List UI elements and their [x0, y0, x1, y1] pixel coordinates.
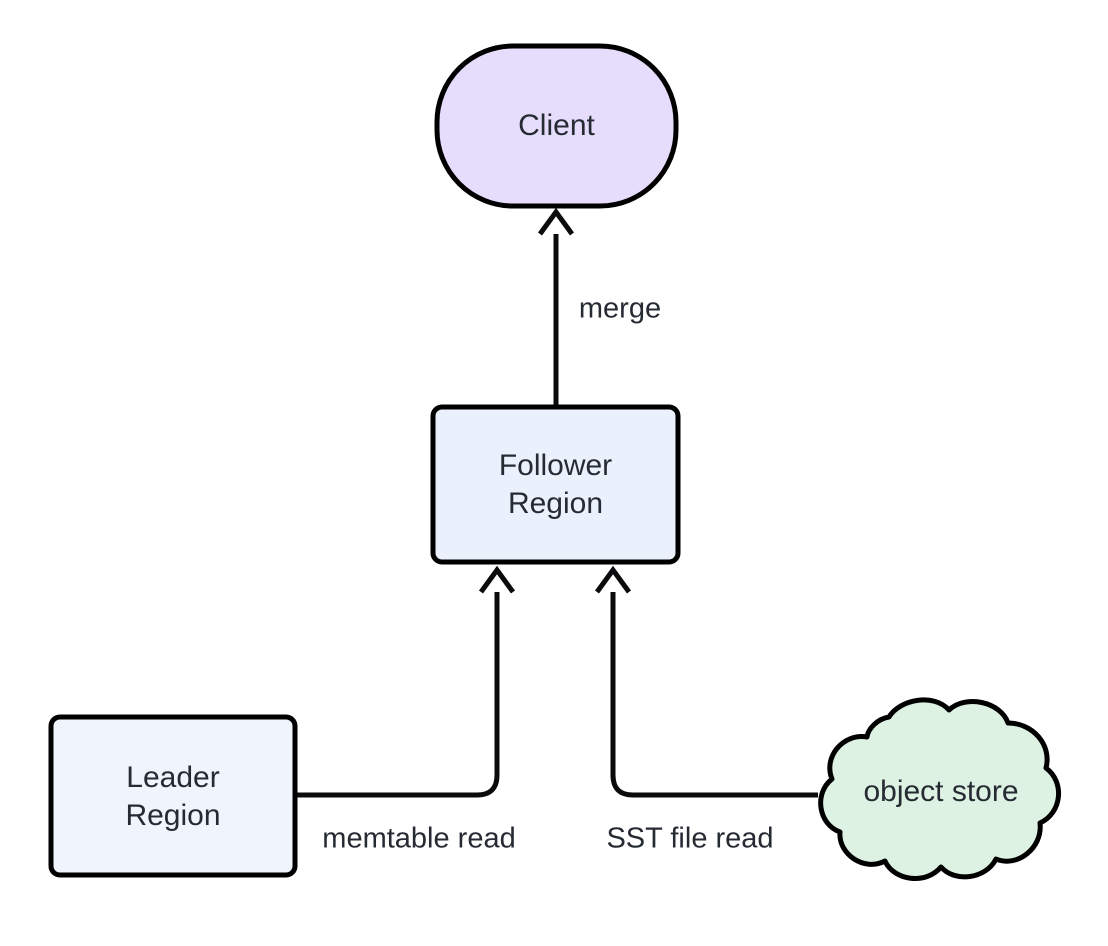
edge-follower-to-client: [537, 207, 575, 407]
edge-path-memtable-read: [295, 592, 500, 798]
edge-path-sst-file-read: [610, 592, 818, 798]
node-leader-region[interactable]: Leader Region: [48, 714, 298, 878]
edge-store-to-follower: [594, 565, 818, 798]
client-shape[interactable]: [434, 43, 679, 209]
edge-label-merge: merge: [579, 293, 661, 325]
leader-region-label-line1: Leader: [126, 761, 219, 794]
follower-region-label-line1: Follower: [499, 449, 612, 482]
leader-region-shape[interactable]: [48, 714, 298, 878]
node-follower-region[interactable]: Follower Region: [430, 404, 681, 565]
edge-label-sst-file-read: SST file read: [606, 823, 773, 855]
arrowhead-merge: [537, 207, 575, 236]
object-store-label: object store: [863, 775, 1018, 808]
arrowhead-sst-file-read: [594, 565, 632, 594]
arrowhead-memtable-read: [478, 565, 516, 594]
edge-label-memtable-read: memtable read: [322, 823, 515, 855]
client-label: Client: [518, 109, 595, 142]
follower-region-shape[interactable]: [430, 404, 681, 565]
node-client[interactable]: Client: [434, 43, 679, 209]
leader-region-label-line2: Region: [125, 799, 220, 832]
follower-region-label-line2: Region: [508, 487, 603, 520]
object-store-shape[interactable]: [818, 697, 1062, 881]
edge-leader-to-follower: [295, 565, 516, 798]
node-object-store[interactable]: object store: [818, 697, 1062, 881]
